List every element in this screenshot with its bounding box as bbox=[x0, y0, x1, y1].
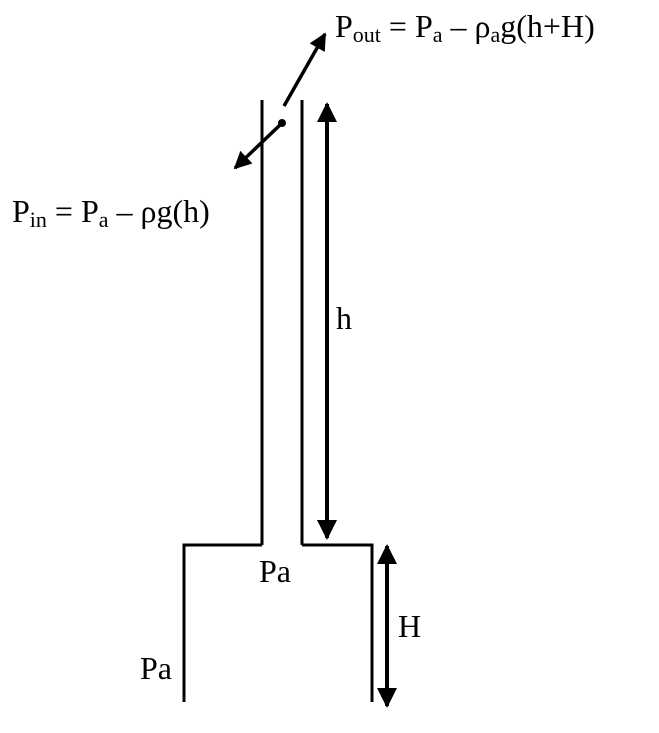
H-label: H bbox=[398, 608, 422, 644]
p-out-subscript: out bbox=[352, 22, 381, 47]
p-in-leader-arrow bbox=[233, 123, 282, 170]
p-out-pa-subscript: a bbox=[432, 22, 443, 47]
p-out-label: Pout = Pa – ρag(h+H) bbox=[335, 8, 595, 46]
h-label: h bbox=[336, 300, 352, 336]
pa-outer-label: Pa bbox=[140, 650, 172, 686]
p-in-equals: = P bbox=[46, 193, 99, 229]
chamber-right-wall bbox=[302, 543, 374, 702]
p-in-symbol: P bbox=[12, 193, 30, 229]
p-in-pa-subscript: a bbox=[98, 207, 109, 232]
p-out-equals: = P bbox=[380, 8, 433, 44]
p-out-tail: g(h+H) bbox=[500, 8, 595, 44]
p-in-subscript: in bbox=[29, 207, 47, 232]
pa-inner-label: Pa bbox=[259, 553, 291, 589]
p-out-minus-rho: – ρ bbox=[442, 8, 491, 44]
chamber-left-wall bbox=[182, 543, 262, 702]
p-out-symbol: P bbox=[335, 8, 353, 44]
p-out-leader-arrow bbox=[282, 32, 327, 107]
p-in-label: Pin = Pa – ρg(h) bbox=[12, 193, 210, 231]
p-out-rho-subscript: a bbox=[490, 22, 501, 47]
p-in-tail: – ρg(h) bbox=[108, 193, 210, 229]
